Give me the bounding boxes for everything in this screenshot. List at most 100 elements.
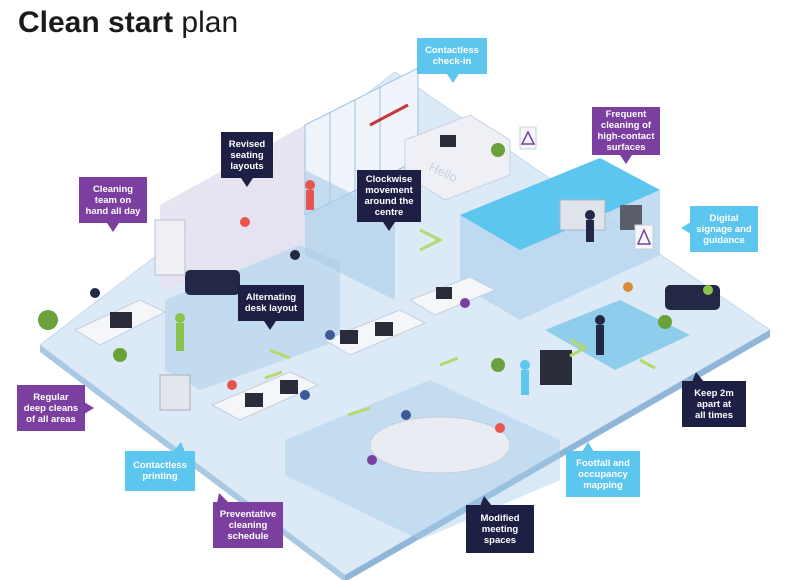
plant (38, 310, 58, 330)
floor-edge-right (345, 330, 770, 580)
callout-digital-signage: Digital signage and guidance (681, 206, 758, 252)
plant (491, 143, 505, 157)
person (520, 360, 530, 370)
flow-arrow (639, 358, 656, 370)
person (90, 288, 100, 298)
flow-arrow (419, 228, 444, 252)
title-regular: plan (181, 6, 239, 39)
callout-pointer (173, 442, 185, 452)
person (227, 380, 237, 390)
desk-monitor (375, 322, 393, 336)
flow-arrow (269, 348, 291, 360)
waiting-sofa (185, 270, 240, 295)
callout-pointer (620, 155, 632, 164)
kitchen-counter (559, 199, 606, 231)
flow-arrow (569, 338, 589, 358)
person (595, 315, 605, 325)
callout-label: Preventative cleaning schedule (219, 508, 277, 542)
person (300, 390, 310, 400)
callout-label: Cleaning team on hand all day (85, 183, 141, 217)
callout-pointer (480, 496, 492, 506)
person (325, 330, 335, 340)
person (305, 180, 315, 190)
desk-monitor (436, 287, 452, 299)
callout-pointer (582, 442, 594, 452)
callout-label: Regular deep cleans of all areas (23, 391, 79, 425)
desk-monitor (340, 330, 358, 344)
callout-pointer (217, 493, 229, 503)
person (290, 250, 300, 260)
flow-arrow (347, 406, 371, 417)
desk-monitor (110, 312, 132, 328)
printer (159, 374, 191, 411)
person-body (596, 325, 604, 355)
plant (491, 358, 505, 372)
callout-pointer (241, 178, 253, 187)
desk-cluster-upper (408, 276, 497, 316)
person-body (586, 220, 594, 242)
callout-label: Contactless printing (133, 460, 187, 482)
reception-monitor (440, 135, 456, 147)
person (585, 210, 595, 220)
flow-arrow (439, 356, 459, 367)
callout-label: Alternating desk layout (244, 292, 298, 314)
callout-footfall-mapping: Footfall and occupancy mapping (566, 442, 640, 497)
callout-pointer (264, 321, 276, 330)
callout-label: Contactless check-in (425, 45, 479, 67)
callout-modified-meeting: Modified meeting spaces (466, 496, 534, 553)
callout-label: Clockwise movement around the centre (364, 174, 414, 218)
plant (658, 315, 672, 329)
callout-label: Revised seating layouts (228, 138, 266, 172)
callout-label: Frequent cleaning of high-contact surfac… (597, 109, 655, 153)
flow-arrow (264, 370, 283, 380)
callout-pointer (383, 222, 395, 231)
person (175, 313, 185, 323)
warning-sign-icon (634, 224, 654, 250)
callout-pointer (107, 223, 119, 232)
callout-cleaning-team: Cleaning team on hand all day (79, 177, 147, 232)
kitchen-fridge (620, 205, 642, 230)
person (240, 217, 250, 227)
callout-keep-2m-apart: Keep 2m apart at all times (682, 372, 746, 427)
desk-monitor (245, 393, 263, 407)
warning-sign-icon (519, 126, 537, 150)
callout-contactless-check-in: Contactless check-in (417, 38, 487, 83)
person (495, 423, 505, 433)
callout-pointer (84, 402, 94, 414)
callout-label: Keep 2m apart at all times (694, 387, 734, 421)
bookshelf (154, 219, 186, 276)
person (460, 298, 470, 308)
callout-label: Modified meeting spaces (480, 512, 520, 546)
warning-triangle-icon (636, 228, 652, 245)
person-body (521, 370, 529, 395)
person (367, 455, 377, 465)
callout-clockwise-movement: Clockwise movement around the centre (357, 170, 421, 231)
door-handle (369, 103, 409, 127)
callout-preventative-cleaning: Preventative cleaning schedule (213, 493, 283, 548)
person (401, 410, 411, 420)
callout-revised-seating: Revised seating layouts (221, 132, 273, 187)
callout-frequent-cleaning: Frequent cleaning of high-contact surfac… (592, 107, 660, 164)
person-body (176, 323, 184, 351)
page-title: Clean start plan (18, 6, 238, 40)
callout-alternating-desk: Alternating desk layout (238, 285, 304, 330)
person (623, 282, 633, 292)
plant (113, 348, 127, 362)
callout-label: Digital signage and guidance (696, 212, 752, 246)
callout-contactless-printing: Contactless printing (125, 442, 195, 491)
warning-triangle-icon (520, 130, 536, 145)
title-bold: Clean start (18, 6, 174, 39)
callout-pointer (447, 74, 459, 83)
meeting-screen (540, 350, 572, 385)
callout-pointer (692, 372, 704, 382)
person-body (306, 190, 314, 210)
callout-regular-deep-cleans: Regular deep cleans of all areas (17, 385, 94, 431)
meeting-table (369, 416, 511, 474)
flow-arrows (264, 228, 656, 417)
person (703, 285, 713, 295)
desk-monitor (280, 380, 298, 394)
central-glass-room (305, 170, 395, 300)
lounge-floor (545, 300, 690, 370)
callout-label: Footfall and occupancy mapping (576, 457, 630, 491)
